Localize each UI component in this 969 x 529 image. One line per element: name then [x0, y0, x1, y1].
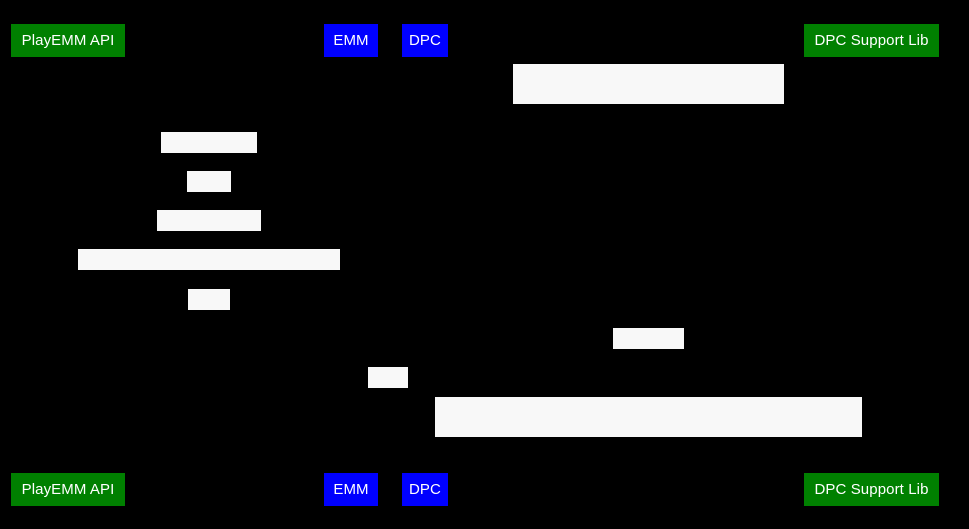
- participant-box-dpc-bottom[interactable]: DPC: [402, 473, 448, 506]
- participant-label: DPC: [409, 32, 441, 49]
- participant-box-playemm-api-top[interactable]: PlayEMM API: [11, 24, 125, 57]
- participant-label: EMM: [333, 481, 369, 498]
- participant-label: EMM: [333, 32, 369, 49]
- participant-label: DPC Support Lib: [814, 481, 929, 498]
- message-label-userid: userID: [187, 171, 232, 226]
- message-line-2: .ensureWorkingEnvironment(callback): [526, 160, 771, 176]
- message-line-1: callback(): [617, 367, 680, 383]
- participant-label: PlayEMM API: [21, 481, 115, 498]
- message-label-token-upper: token: [188, 289, 230, 344]
- message-line-1: token: [191, 328, 227, 344]
- message-label-callback: callback(): [613, 328, 684, 383]
- message-line-1: androidForWorkAccountSupport: [545, 103, 752, 119]
- message-line-1: androidForWorkAccountSupport: [545, 436, 752, 452]
- participant-box-dpc-top[interactable]: DPC: [402, 24, 448, 57]
- participant-label: PlayEMM API: [21, 32, 115, 49]
- message-label-add-android-for-work-account: androidForWorkAccountSupport .addAndroid…: [435, 397, 862, 509]
- participant-box-emm-bottom[interactable]: EMM: [324, 473, 378, 506]
- participant-box-dpc-support-lib-bottom[interactable]: DPC Support Lib: [804, 473, 939, 506]
- message-label-ensure-working-environment: androidForWorkAccountSupport .ensureWork…: [513, 64, 784, 176]
- participant-label: DPC Support Lib: [814, 32, 929, 49]
- message-label-users-generate-authentication-token: users.generateAuthenticationToken(): [78, 249, 340, 304]
- participant-box-playemm-api-bottom[interactable]: PlayEMM API: [11, 473, 125, 506]
- message-label-users-update: users.update(): [157, 210, 261, 265]
- participant-box-emm-top[interactable]: EMM: [324, 24, 378, 57]
- participant-label: DPC: [409, 481, 441, 498]
- message-label-users-insert: users.insert(): [161, 132, 257, 187]
- message-label-token-lower: token: [368, 367, 408, 422]
- participant-box-dpc-support-lib-top[interactable]: DPC Support Lib: [804, 24, 939, 57]
- message-line-1: token: [370, 406, 406, 422]
- message-line-2: .addAndroidForWorkAccount(token, account…: [454, 493, 843, 509]
